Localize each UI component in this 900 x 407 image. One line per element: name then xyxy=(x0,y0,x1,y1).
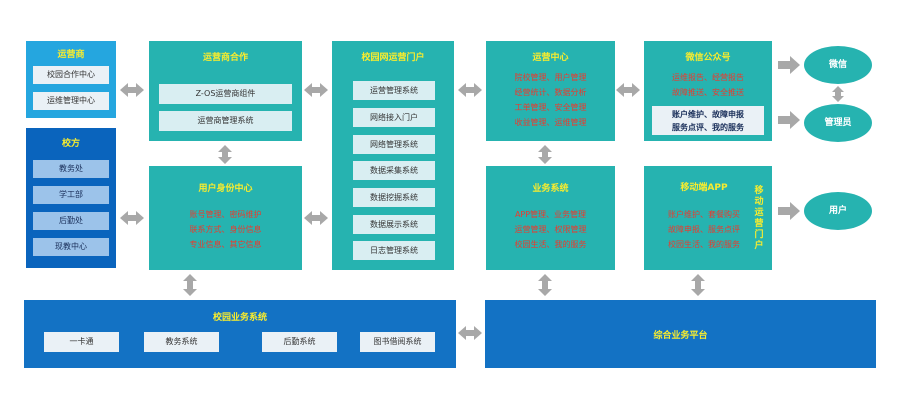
double-arrow-vertical-icon xyxy=(183,274,197,296)
operator-item: 校园合作中心 xyxy=(33,66,109,84)
campus-business-panel: 校园业务系统 一卡通 教务系统 后勤系统 图书借阅系统 xyxy=(24,300,456,368)
wechat-pub-line: 故障推送、安全推送 xyxy=(672,88,744,97)
mobile-app-title: 移动端APP xyxy=(680,183,728,193)
campus-business-title: 校园业务系统 xyxy=(212,313,267,323)
school-item: 学工部 xyxy=(33,186,109,204)
campus-business-item: 教务系统 xyxy=(144,332,219,352)
mobile-app-line: 故障申报、服务点评 xyxy=(668,225,740,234)
ops-center-line: 院校管理、用户管理 xyxy=(514,73,587,82)
identity-line: 专业信息、其它信息 xyxy=(189,240,262,249)
business-line: APP管理、业务管理 xyxy=(514,210,587,219)
operator-item: 运维管理中心 xyxy=(33,92,109,110)
business-panel: 业务系统 APP管理、业务管理 运营管理、权限管理 校园生活、我的服务 xyxy=(486,166,615,270)
double-arrow-vertical-icon xyxy=(691,274,705,296)
operator-title: 运营商 xyxy=(57,50,85,60)
portal-item: 日志管理系统 xyxy=(353,241,435,260)
double-arrow-icon xyxy=(304,211,328,225)
double-arrow-icon xyxy=(458,83,482,97)
business-line: 运营管理、权限管理 xyxy=(514,225,587,234)
arrow-right-icon xyxy=(778,202,800,220)
operator-coop-item: Z-OS运营商组件 xyxy=(159,84,292,104)
portal-item: 数据采集系统 xyxy=(353,161,435,180)
mobile-app-line: 账户维护、套餐购买 xyxy=(668,210,740,219)
mobile-app-line: 校园生活、我的服务 xyxy=(668,240,740,249)
school-title: 校方 xyxy=(61,139,80,149)
double-arrow-vertical-icon xyxy=(218,145,232,164)
identity-line: 联系方式、身份信息 xyxy=(189,225,262,234)
campus-business-item: 图书借阅系统 xyxy=(360,332,435,352)
wechat-target: 微信 xyxy=(804,46,872,84)
double-arrow-vertical-icon xyxy=(538,274,552,296)
school-item: 后勤处 xyxy=(33,212,109,230)
arrow-right-icon xyxy=(778,111,800,129)
mobile-portal-label: 移动运营门户 xyxy=(754,186,764,251)
wechat-pub-line: 运维报告、经营报告 xyxy=(672,73,744,82)
portal-panel: 校园网运营门户 运营管理系统 网络接入门户 网络管理系统 数据采集系统 数据挖掘… xyxy=(332,41,454,270)
wechat-pub-box-line: 账户维护、故障申报 xyxy=(672,110,744,119)
double-arrow-icon xyxy=(458,326,482,340)
user-target: 用户 xyxy=(804,192,872,230)
integrated-platform-panel: 综合业务平台 xyxy=(485,300,876,368)
school-panel: 校方 教务处 学工部 后勤处 现教中心 xyxy=(26,128,116,268)
ops-center-panel: 运营中心 院校管理、用户管理 经营统计、数据分析 工单管理、安全管理 收益管理、… xyxy=(486,41,615,141)
double-arrow-icon xyxy=(120,211,144,225)
wechat-pub-title: 微信公众号 xyxy=(685,53,731,63)
portal-item: 网络接入门户 xyxy=(353,108,435,127)
operator-coop-item: 运营商管理系统 xyxy=(159,111,292,131)
wechat-pub-box-line: 服务点评、我的服务 xyxy=(672,123,744,132)
double-arrow-icon xyxy=(616,83,640,97)
identity-line: 账号管理、密码维护 xyxy=(189,210,262,219)
portal-title: 校园网运营门户 xyxy=(361,53,425,63)
admin-target: 管理员 xyxy=(804,104,872,142)
identity-title: 用户身份中心 xyxy=(198,184,253,194)
ops-center-title: 运营中心 xyxy=(532,53,569,63)
operator-coop-title: 运营商合作 xyxy=(202,53,248,63)
school-item: 教务处 xyxy=(33,160,109,178)
business-title: 业务系统 xyxy=(532,184,569,194)
mobile-app-panel: 移动端APP 账户维护、套餐购买 故障申报、服务点评 校园生活、我的服务 移动运… xyxy=(644,166,772,270)
wechat-pub-panel: 微信公众号 运维报告、经营报告 故障推送、安全推送 账户维护、故障申报 服务点评… xyxy=(644,41,772,141)
double-arrow-vertical-icon xyxy=(832,86,844,102)
school-item: 现教中心 xyxy=(33,238,109,256)
portal-item: 数据展示系统 xyxy=(353,215,435,234)
wechat-pub-service-box: 账户维护、故障申报 服务点评、我的服务 xyxy=(652,106,764,135)
ops-center-line: 经营统计、数据分析 xyxy=(514,88,587,97)
integrated-platform-title: 综合业务平台 xyxy=(653,331,708,341)
portal-item: 数据挖掘系统 xyxy=(353,188,435,207)
operator-coop-panel: 运营商合作 Z-OS运营商组件 运营商管理系统 xyxy=(149,41,302,141)
portal-item: 运营管理系统 xyxy=(353,81,435,100)
double-arrow-icon xyxy=(304,83,328,97)
identity-panel: 用户身份中心 账号管理、密码维护 联系方式、身份信息 专业信息、其它信息 xyxy=(149,166,302,270)
ops-center-line: 收益管理、运维管理 xyxy=(514,118,587,127)
arrow-right-icon xyxy=(778,56,800,74)
double-arrow-icon xyxy=(120,83,144,97)
ops-center-line: 工单管理、安全管理 xyxy=(514,103,587,112)
portal-item: 网络管理系统 xyxy=(353,135,435,154)
campus-business-item: 后勤系统 xyxy=(262,332,337,352)
business-line: 校园生活、我的服务 xyxy=(514,240,587,249)
double-arrow-vertical-icon xyxy=(538,145,552,164)
campus-business-item: 一卡通 xyxy=(44,332,119,352)
operator-panel: 运营商 校园合作中心 运维管理中心 xyxy=(26,41,116,118)
